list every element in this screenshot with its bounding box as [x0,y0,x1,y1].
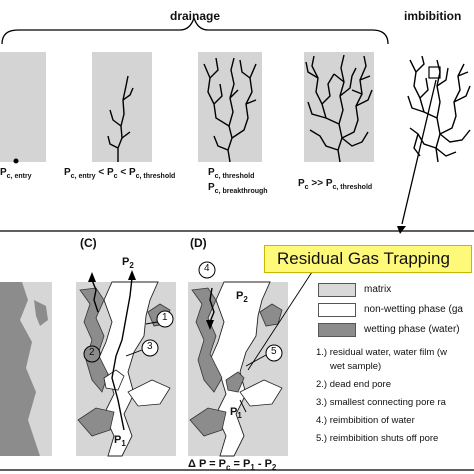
pressure-equation: Δ P = Pc = P1 - P2 [188,458,277,473]
residual-gas-trapping-banner: Residual Gas Trapping [264,245,472,273]
caption-above-threshold: Pc >> Pc, threshold [298,178,373,191]
note-1: 1.) residual water, water film (w [316,347,447,358]
pore-panel-d [188,281,288,457]
pore-panel-c [76,270,176,457]
legend-label-matrix: matrix [364,284,392,295]
p2-label-c: P2 [122,256,134,271]
zoom-arrow [401,79,437,225]
drainage-panel-4 [304,52,374,162]
banner-leader [247,271,313,371]
drainage-heading: drainage [170,9,221,23]
marker-4 [198,261,216,279]
drainage-panel-2 [92,52,152,162]
caption-threshold: Pc, threshold Pc, breakthrough [208,167,268,195]
zoom-arrowhead [397,226,406,234]
marker-2 [83,345,101,363]
pore-panel-left [0,282,52,456]
leader-3 [125,349,143,357]
drainage-brace [1,15,389,45]
leader-5 [245,354,267,367]
p1-label-d: P1 [230,406,242,421]
leader-1 [145,321,158,325]
zoom-box [428,66,441,79]
marker-5 [265,344,283,362]
note-2: 2.) dead end pore [316,379,392,390]
note-5: 5.) reimbibition shuts off pore [316,433,439,444]
marker-1-text: 1 [162,312,168,323]
panel-c-label: (C) [80,236,97,250]
marker-2-text: 2 [89,347,95,358]
marker-3 [141,339,159,357]
entry-point [13,158,19,164]
panel-d-label: (D) [190,236,207,250]
imbibition-heading: imbibition [404,9,462,23]
equation-arrow [239,399,247,413]
legend-swatch-nonwetting [318,303,356,317]
marker-3-text: 3 [147,341,153,352]
marker-5-text: 5 [271,346,277,357]
caption-entry-range: Pc, entry < Pc < Pc, threshold [64,167,176,180]
drainage-panel-1 [0,52,46,162]
fracture-tree-3 [203,57,257,163]
p1-label-c: P1 [114,434,126,449]
note-3: 3.) smallest connecting pore ra [316,397,446,408]
marker-4-text: 4 [204,263,210,274]
p2-label-d: P2 [236,290,248,305]
legend-label-nonwetting: non-wetting phase (ga [364,304,463,315]
marker-1 [156,310,174,328]
fracture-tree-4 [305,54,373,163]
legend-label-wetting: wetting phase (water) [364,324,460,335]
legend-swatch-matrix [318,283,356,297]
legend-swatch-wetting [318,323,356,337]
fracture-tree-2 [107,75,134,162]
imbibition-tree [407,55,471,163]
caption-entry: Pc, entry [0,167,32,180]
note-1b: wet sample) [330,361,382,372]
note-4: 4.) reimbibition of water [316,415,415,426]
